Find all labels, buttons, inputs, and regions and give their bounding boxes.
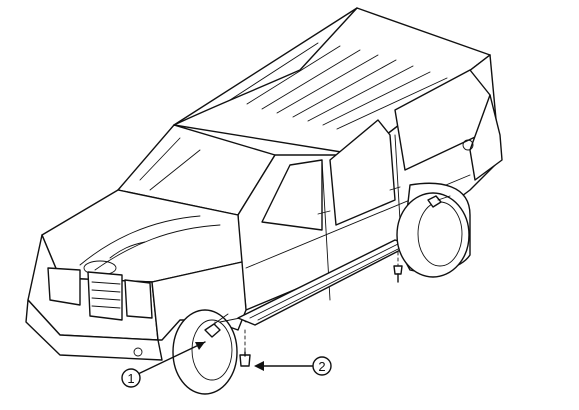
callout-1-label: 1 [127,371,134,386]
roof-rack-slats [229,42,448,130]
vehicle-body-side [237,54,501,311]
rear-bolt [427,195,451,208]
grille-center [87,271,123,321]
callout-1: 1 [121,341,206,388]
running-board [237,239,411,326]
fog-lamp [133,347,143,357]
front-wheel [172,309,238,395]
rear-bumper [462,94,503,181]
rear-door-window [329,119,396,226]
front-bumper [25,299,163,361]
callout-2: 2 [254,356,332,376]
right-headlamp [124,279,153,319]
left-headlamp [47,267,81,306]
running-board-screw-front [239,329,251,367]
callout-2-circle [312,356,332,376]
callout-1-circle [121,368,141,388]
callout-2-label: 2 [318,359,325,374]
rear-wheel [396,182,471,278]
running-board-screw-rear [393,251,403,283]
